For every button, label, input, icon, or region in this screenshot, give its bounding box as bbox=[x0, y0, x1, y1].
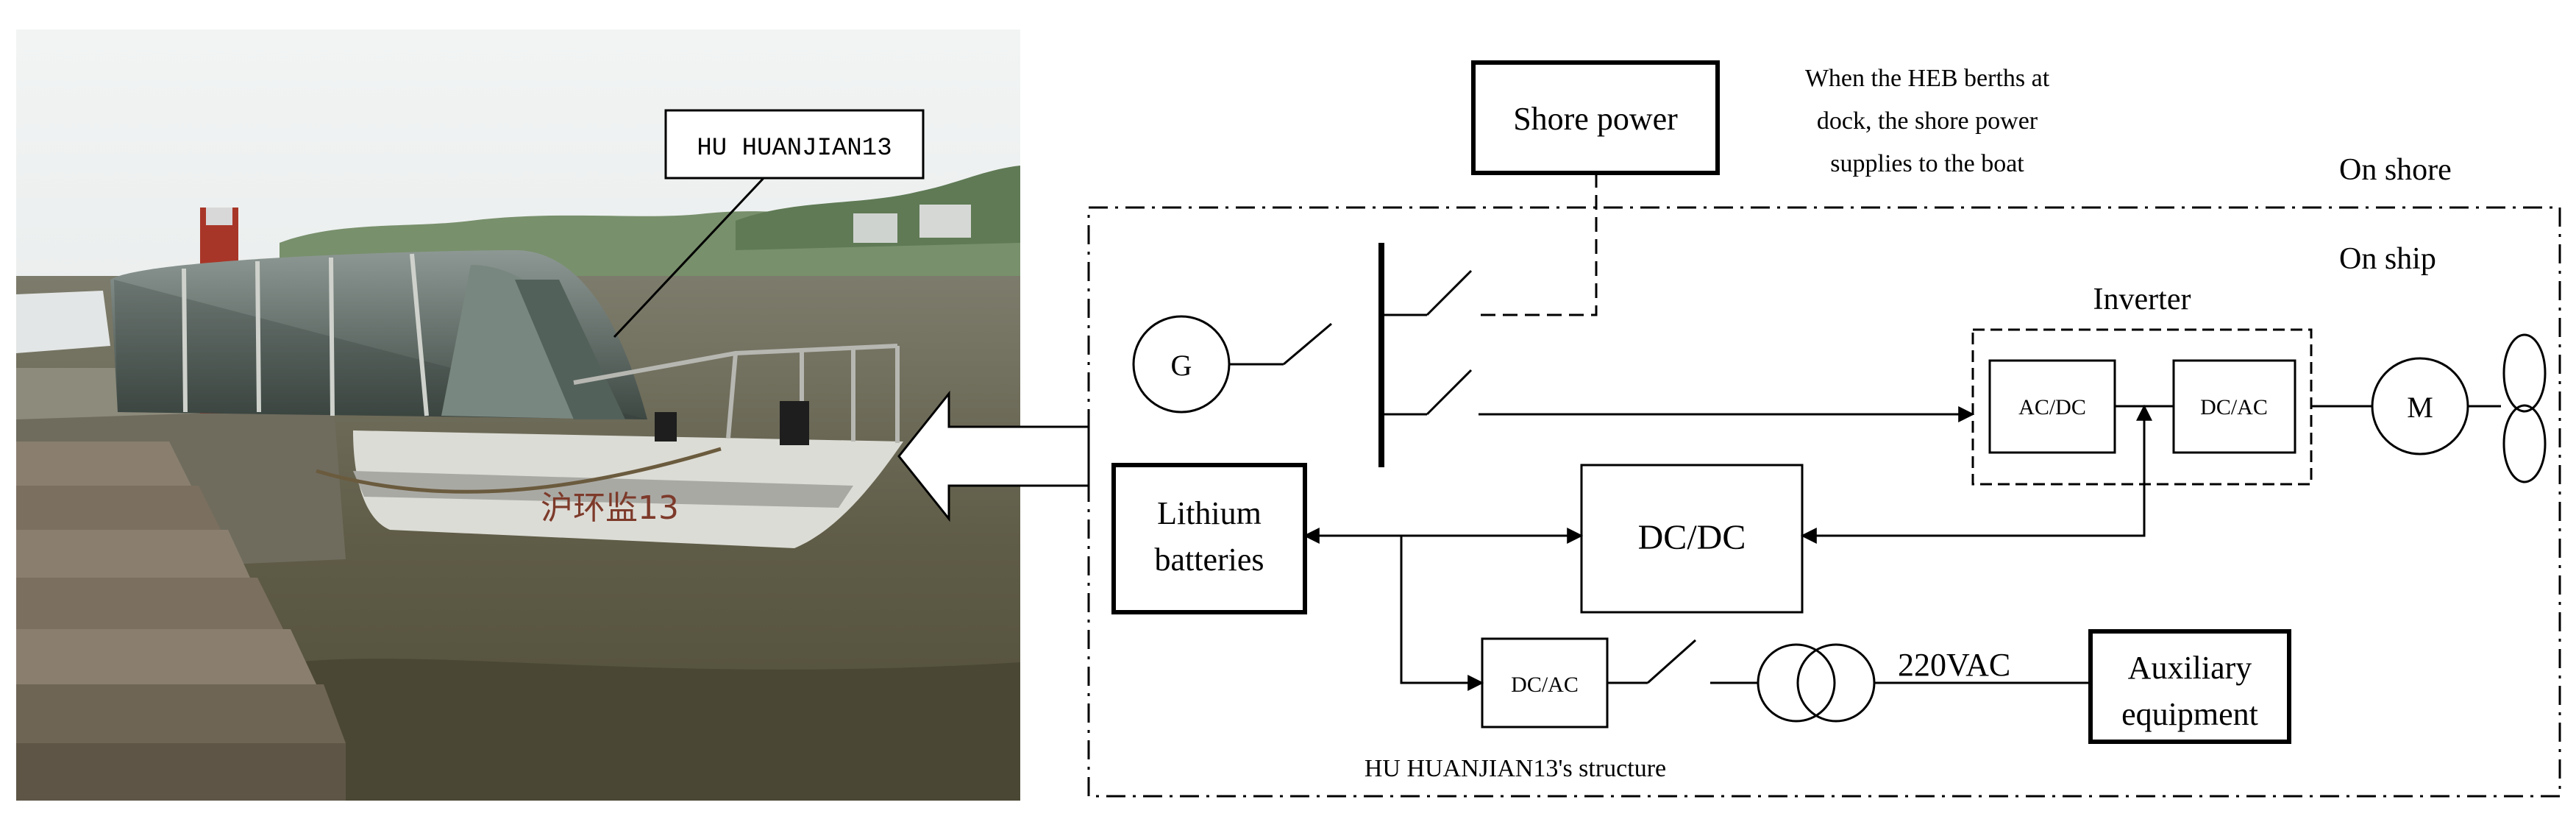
auxiliary-label-line-2: equipment bbox=[2121, 696, 2258, 732]
lithium-label-line-1: Lithium bbox=[1157, 495, 1262, 531]
transformer-coil-right bbox=[1796, 643, 1876, 723]
shore-switch bbox=[1426, 269, 1473, 316]
propeller-blade-top bbox=[2502, 333, 2547, 413]
callout-box bbox=[664, 109, 925, 180]
berth-note-line-2: dock, the shore power bbox=[1817, 107, 2038, 135]
inverter-title: Inverter bbox=[2093, 283, 2191, 316]
battery-aux-link bbox=[1400, 536, 1482, 684]
generator-switch bbox=[1283, 322, 1332, 366]
boat-photo: 沪环监13 HU HUANJIAN13 bbox=[16, 29, 1020, 801]
aux-switch bbox=[1647, 639, 1696, 684]
generator-label: G bbox=[1171, 349, 1192, 382]
berth-note-line-3: supplies to the boat bbox=[1830, 150, 2024, 177]
callout-line bbox=[613, 175, 766, 338]
shore-power-label: Shore power bbox=[1513, 101, 1678, 137]
shore-connection-dashed bbox=[1479, 173, 1598, 316]
motor-label: M bbox=[2407, 391, 2433, 424]
transformer-coil-left bbox=[1757, 643, 1836, 723]
auxiliary-label-line-1: Auxiliary bbox=[2128, 650, 2252, 686]
dc-ac-aux-label: DC/AC bbox=[1511, 673, 1579, 697]
dc-ac-inverter-label: DC/AC bbox=[2200, 395, 2268, 419]
ac-dc-label: AC/DC bbox=[2018, 395, 2086, 419]
voltage-label: 220VAC bbox=[1898, 647, 2010, 683]
callout-label: HU HUANJIAN13 bbox=[697, 135, 892, 163]
dc-dc-label: DC/DC bbox=[1638, 518, 1746, 557]
hollow-arrow bbox=[897, 390, 1090, 522]
schematic bbox=[1087, 60, 2561, 798]
lithium-label-line-2: batteries bbox=[1154, 542, 1264, 578]
hull-text: 沪环监13 bbox=[541, 489, 679, 527]
on-shore-label: On shore bbox=[2339, 153, 2452, 187]
dcdc-inverter-link bbox=[1802, 406, 2146, 537]
on-ship-boundary bbox=[1087, 206, 2561, 798]
propeller-blade-bottom bbox=[2502, 404, 2547, 483]
lithium-batteries-box bbox=[1111, 463, 1307, 614]
structure-caption: HU HUANJIAN13's structure bbox=[1365, 755, 1666, 782]
on-ship-label: On ship bbox=[2339, 242, 2436, 276]
stairs bbox=[16, 442, 346, 801]
berth-note-line-1: When the HEB berths at bbox=[1805, 65, 2050, 92]
auxiliary-equipment-box bbox=[2088, 629, 2291, 744]
main-switch bbox=[1426, 369, 1473, 416]
boat: 沪环监13 bbox=[110, 250, 903, 548]
